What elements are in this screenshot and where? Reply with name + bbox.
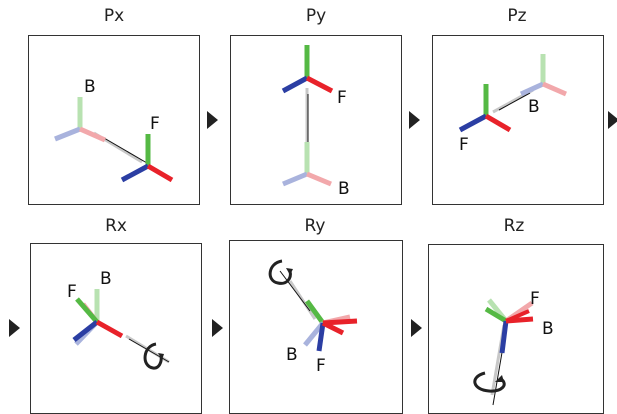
panel-title-rx: Rx	[105, 216, 127, 236]
frame-diagram-pz: B F	[458, 54, 567, 155]
next-arrow-icon	[9, 319, 20, 337]
label-f: F	[67, 282, 77, 302]
label-b: B	[528, 97, 540, 117]
frame-diagram-py: B F	[281, 45, 350, 199]
frame-diagram-rx: B F	[67, 269, 170, 370]
panel-title-px: Px	[103, 6, 125, 26]
panel-pz: B F	[432, 35, 604, 205]
panel-px: B F	[28, 35, 200, 205]
panel-py: B F	[230, 35, 402, 205]
frame-diagram-px: B F	[54, 77, 174, 183]
label-b: B	[286, 345, 298, 365]
next-arrow-icon	[207, 111, 218, 129]
label-f: F	[459, 135, 469, 155]
next-arrow-icon	[212, 319, 223, 337]
panel-title-ry: Ry	[304, 216, 326, 236]
label-b: B	[542, 319, 554, 339]
panel-ry: B F	[229, 240, 403, 414]
frame-diagram-ry: B F	[268, 259, 358, 376]
frame-diagram-rz: B F	[473, 289, 554, 406]
next-arrow-icon	[409, 111, 420, 129]
label-b: B	[100, 269, 112, 289]
panel-title-pz: Pz	[507, 6, 527, 26]
label-b: B	[338, 179, 350, 199]
label-f: F	[337, 88, 347, 108]
panel-rz: B F	[428, 244, 604, 414]
panel-rx: B F	[30, 243, 202, 414]
next-arrow-icon	[411, 319, 422, 337]
panel-title-rz: Rz	[503, 216, 525, 236]
label-f: F	[150, 114, 160, 134]
next-arrow-icon	[608, 111, 617, 129]
label-b: B	[84, 77, 96, 97]
panel-title-py: Py	[305, 6, 327, 26]
label-f: F	[316, 356, 326, 376]
label-f: F	[530, 289, 540, 309]
